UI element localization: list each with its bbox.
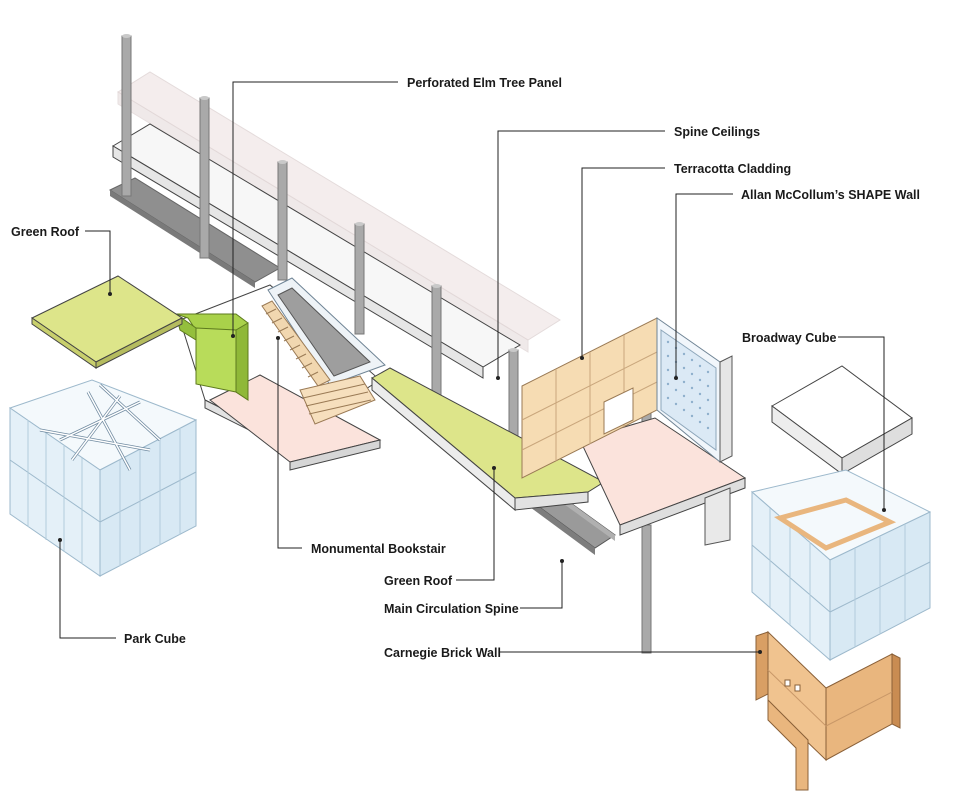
broadway-cube-top xyxy=(771,365,913,475)
stair-well xyxy=(267,277,386,386)
leader-bookstair xyxy=(277,338,302,549)
label-perforated-elm: Perforated Elm Tree Panel xyxy=(407,76,562,90)
leader-perforated-elm xyxy=(232,81,398,336)
monumental-bookstair-steps xyxy=(261,300,376,425)
broadway-cube xyxy=(750,469,932,662)
leader-shape-wall xyxy=(675,193,733,378)
leader-broadway-cube xyxy=(838,336,885,510)
labels: Perforated Elm Tree Panel Spine Ceilings… xyxy=(11,76,920,660)
label-park-cube: Park Cube xyxy=(124,632,186,646)
leader-main-spine xyxy=(520,561,563,609)
leader-lines xyxy=(58,81,886,654)
label-main-spine: Main Circulation Spine xyxy=(384,602,519,616)
label-green-roof-spine: Green Roof xyxy=(384,574,453,588)
label-terracotta: Terracotta Cladding xyxy=(674,162,791,176)
leader-green-roof-spine xyxy=(456,468,495,581)
label-spine-ceilings: Spine Ceilings xyxy=(674,125,760,139)
label-shape-wall: Allan McCollum’s SHAPE Wall xyxy=(741,188,920,202)
carnegie-brick-wall xyxy=(755,630,901,791)
label-carnegie-brick: Carnegie Brick Wall xyxy=(384,646,501,660)
perforated-elm-panel xyxy=(175,312,249,401)
leader-spine-ceilings xyxy=(497,130,665,378)
label-green-roof-left: Green Roof xyxy=(11,225,80,239)
spine-ceiling-translucent xyxy=(117,71,561,353)
terracotta-wall xyxy=(521,317,658,479)
label-broadway-cube: Broadway Cube xyxy=(742,331,837,345)
park-cube xyxy=(8,379,198,577)
right-floor-plate xyxy=(579,417,747,546)
leader-green-roof-left xyxy=(85,230,111,294)
leader-terracotta xyxy=(581,167,665,358)
label-bookstair: Monumental Bookstair xyxy=(311,542,446,556)
shape-wall xyxy=(656,317,733,464)
leader-park-cube xyxy=(59,540,116,639)
green-roof-tile xyxy=(31,275,183,369)
